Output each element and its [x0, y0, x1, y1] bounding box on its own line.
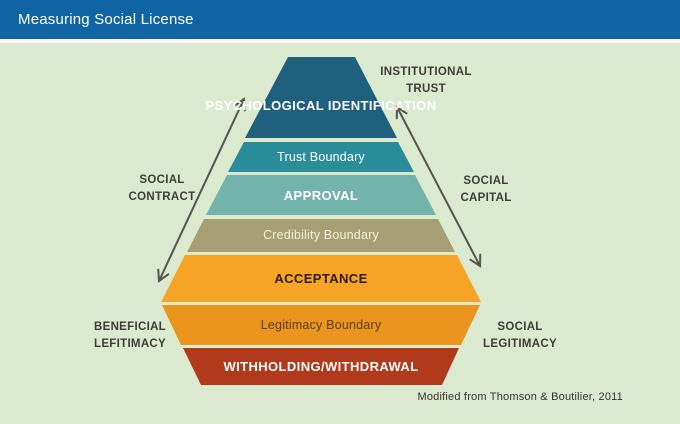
annotation-institutional-trust: INSTITUTIONAL TRUST [380, 66, 472, 95]
layer-credibility-boundary-shape [187, 219, 455, 252]
header-bar: Measuring Social License [0, 0, 680, 43]
annotation-social-contract: SOCIAL CONTRACT [128, 174, 196, 203]
layer-withholding-withdrawal-shape [183, 348, 459, 385]
source-caption: Modified from Thomson & Boutilier, 2011 [417, 391, 623, 403]
layer-legitimacy-boundary-shape [162, 305, 480, 345]
layer-trust-boundary-shape [228, 142, 414, 172]
annotation-social-legitimacy: SOCIAL LEGITIMACY [483, 321, 557, 350]
page-title: Measuring Social License [18, 11, 194, 28]
annotation-beneficial-lefitimacy: BENEFICIAL LEFITIMACY [94, 321, 166, 350]
layer-acceptance-shape [161, 255, 481, 302]
layer-psychological-identification-shape [245, 57, 397, 138]
right-double-arrow [395, 105, 482, 268]
layer-approval-shape [206, 175, 436, 215]
annotation-social-capital: SOCIAL CAPITAL [460, 175, 512, 204]
left-double-arrow [157, 97, 246, 283]
